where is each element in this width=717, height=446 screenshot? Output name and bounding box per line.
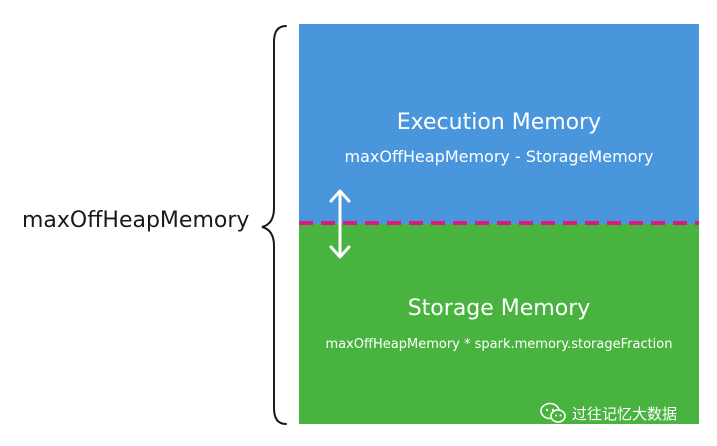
wechat-icon xyxy=(540,402,566,423)
storage-memory-formula: maxOffHeapMemory * spark.memory.storageF… xyxy=(325,337,673,352)
execution-memory-block: Execution Memory maxOffHeapMemory - Stor… xyxy=(299,24,699,224)
storage-memory-title: Storage Memory xyxy=(407,296,591,321)
total-memory-label: maxOffHeapMemory xyxy=(22,208,250,233)
curly-brace-icon xyxy=(261,25,287,425)
execution-memory-title: Execution Memory xyxy=(396,110,602,135)
dynamic-boundary-line xyxy=(299,221,699,225)
execution-memory-formula: maxOffHeapMemory - StorageMemory xyxy=(344,147,654,166)
double-arrow-icon xyxy=(329,189,351,259)
watermark: 过往记忆大数据 xyxy=(540,400,677,426)
watermark-text: 过往记忆大数据 xyxy=(572,404,678,423)
storage-memory-block: Storage Memory maxOffHeapMemory * spark.… xyxy=(299,224,699,424)
